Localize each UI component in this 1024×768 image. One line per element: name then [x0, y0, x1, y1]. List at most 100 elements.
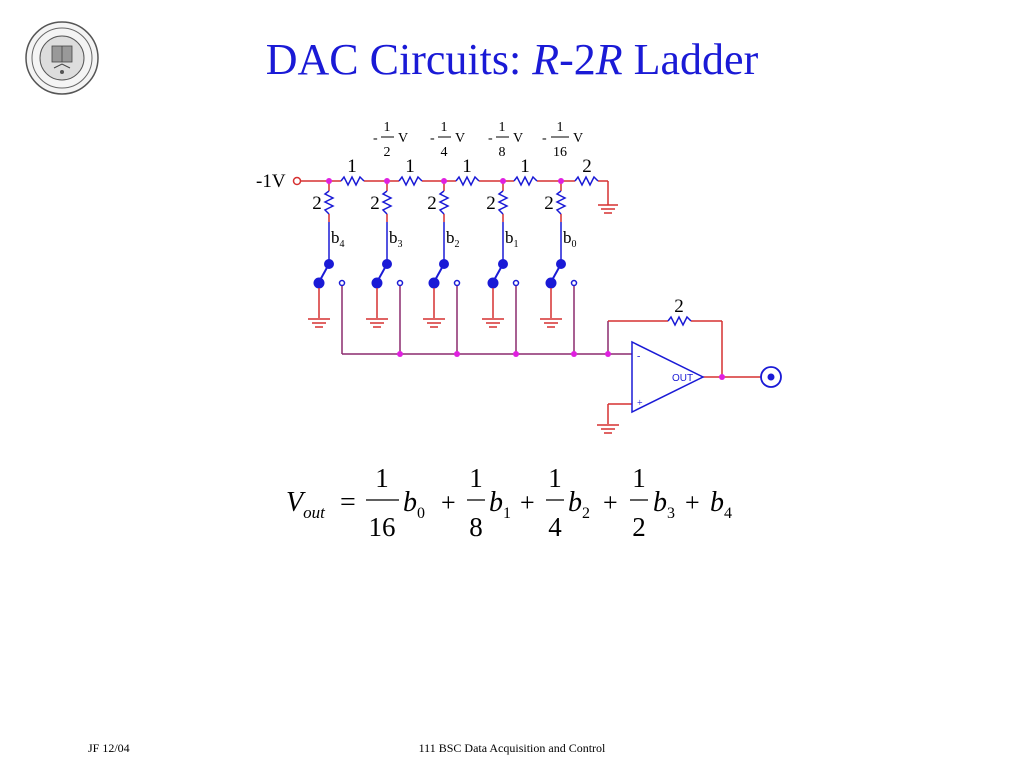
title-dash: -2: [559, 35, 596, 84]
university-seal: [25, 21, 99, 95]
svg-text:b2: b2: [568, 487, 590, 522]
bit-label: b1: [505, 228, 519, 250]
ground-icon: [598, 204, 618, 214]
voltage-denominator: 4: [441, 145, 448, 160]
title-suffix: Ladder: [622, 35, 759, 84]
voltage-numerator: 1: [384, 120, 391, 135]
svg-text:1: 1: [632, 463, 646, 493]
bit-label: b4: [331, 228, 345, 250]
shunt-resistor-value: 2: [312, 193, 322, 214]
svg-text:1: 1: [469, 463, 483, 493]
bit-switches: [313, 259, 578, 289]
bit-label: b0: [563, 228, 577, 250]
svg-text:+: +: [603, 488, 618, 517]
voltage-unit: V: [513, 131, 523, 146]
series-resistor-value: 1: [405, 156, 415, 177]
svg-text:1: 1: [375, 463, 389, 493]
top-rail-wires: [301, 180, 609, 205]
title-prefix: DAC Circuits:: [265, 35, 533, 84]
voltage-sign: -: [430, 131, 435, 146]
resistor-icon: [323, 190, 335, 215]
summing-bus: [341, 286, 632, 355]
resistor-icon: [667, 315, 692, 327]
shunt-resistor-value: 2: [486, 193, 496, 214]
switch-icon: [428, 259, 461, 289]
switch-icon: [371, 259, 404, 289]
switch-icon: [313, 259, 346, 289]
svg-text:b1: b1: [489, 487, 511, 522]
voltage-sign: -: [488, 131, 493, 146]
svg-text:4: 4: [548, 512, 562, 542]
ground-icon: [308, 318, 330, 328]
node-voltage-label: - 1 8 V: [488, 120, 523, 160]
ground-symbols: [308, 318, 562, 328]
series-resistor-value: 1: [520, 156, 530, 177]
shunt-resistor-value: 2: [370, 193, 380, 214]
svg-text:2: 2: [632, 512, 646, 542]
connection-nodes: [326, 178, 725, 380]
formula-lhs: Vout: [286, 487, 326, 522]
output-terminal-icon: [760, 366, 782, 388]
opamp-icon: - + OUT: [631, 340, 705, 414]
opamp-inverting-label: -: [637, 351, 640, 362]
node-voltage-labels: - 1 2 V - 1 4 V - 1 8 V - 1 16 V: [373, 120, 583, 160]
shunt-resistor-value: 2: [427, 193, 437, 214]
svg-text:b0: b0: [403, 487, 425, 522]
node-voltage-label: - 1 2 V: [373, 120, 408, 160]
series-resistor-value: 1: [462, 156, 472, 177]
ground-icon: [482, 318, 504, 328]
voltage-numerator: 1: [441, 120, 448, 135]
svg-text:+: +: [520, 488, 535, 517]
ground-wires: [318, 288, 552, 318]
series-resistor-labels: 1 1 1 1 2: [347, 156, 592, 177]
svg-text:8: 8: [469, 512, 483, 542]
ground-icon: [597, 424, 619, 434]
resistor-icon: [555, 190, 567, 215]
title-r2: R: [595, 35, 623, 84]
node-voltage-label: - 1 4 V: [430, 120, 465, 160]
series-resistor-value: 2: [582, 156, 592, 177]
resistor-icon: [455, 175, 480, 187]
resistor-icon: [381, 190, 393, 215]
ground-icon: [540, 318, 562, 328]
node-voltage-label: - 1 16 V: [542, 120, 583, 160]
switch-icon: [487, 259, 520, 289]
formula-term: 1 2 b3 +: [630, 463, 700, 542]
switch-icon: [545, 259, 578, 289]
resistor-icon: [398, 175, 423, 187]
page-title: DAC Circuits: R-2R Ladder: [0, 38, 1024, 82]
source-terminal: [292, 176, 302, 186]
feedback-wires: [607, 320, 761, 424]
ground-icon: [366, 318, 388, 328]
ground-icon: [423, 318, 445, 328]
resistor-icon: [438, 190, 450, 215]
shunt-branches: 2 2 2 2 2 b4 b3 b2 b1 b0: [312, 181, 577, 263]
footer-course: 111 BSC Data Acquisition and Control: [418, 741, 606, 755]
output-formula: Vout = 1 16 b0 + 1 8 b1 + 1 4 b2 + 1 2 b…: [286, 463, 732, 542]
opamp-noninverting-label: +: [637, 398, 643, 409]
formula-term: 1 16 b0 +: [366, 463, 456, 542]
formula-last-term: b4: [710, 487, 732, 522]
voltage-numerator: 1: [499, 120, 506, 135]
bit-label: b2: [446, 228, 460, 250]
voltage-unit: V: [455, 131, 465, 146]
series-resistor-value: 1: [347, 156, 357, 177]
formula-term: 1 8 b1 +: [467, 463, 535, 542]
opamp-output-label: OUT: [672, 373, 693, 384]
voltage-sign: -: [542, 131, 547, 146]
resistor-icon: [574, 175, 599, 187]
voltage-denominator: 8: [499, 145, 506, 160]
resistor-icon: [497, 190, 509, 215]
title-r1: R: [532, 35, 560, 84]
voltage-denominator: 16: [553, 145, 567, 160]
footer-date: JF 12/04: [88, 741, 130, 755]
svg-text:b3: b3: [653, 487, 675, 522]
source-voltage-label: -1V: [256, 171, 286, 192]
formula-equals: =: [340, 487, 356, 518]
voltage-sign: -: [373, 131, 378, 146]
shunt-resistor-value: 2: [544, 193, 554, 214]
voltage-unit: V: [573, 131, 583, 146]
svg-text:16: 16: [369, 512, 396, 542]
svg-text:+: +: [685, 488, 700, 517]
